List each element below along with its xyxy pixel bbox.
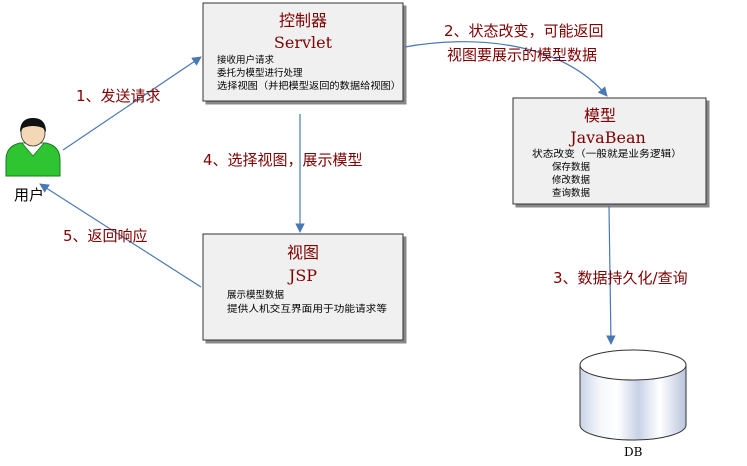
view-box: 视图 JSP 展示模型数据 提供人机交互界面用于功能请求等 [202, 233, 404, 341]
view-line: 展示模型数据 [227, 289, 285, 301]
send-request-label: 1、发送请求 [76, 87, 161, 105]
select-view-label: 4、选择视图，展示模型 [203, 151, 363, 169]
view-line: 提供人机交互界面用于功能请求等 [227, 303, 388, 315]
controller-line: 接收用户请求 [217, 54, 275, 66]
send-request-arrow [62, 56, 202, 151]
persist-query-label: 3、数据持久化/查询 [553, 269, 688, 287]
model-subtitle: JavaBean [568, 128, 646, 147]
user-icon [5, 118, 61, 177]
model-line: 保存数据 [552, 161, 591, 173]
controller-line: 委托为模型进行处理 [217, 67, 303, 79]
controller-title: 控制器 [279, 11, 327, 30]
return-response-arrow [39, 183, 202, 288]
state-change-label-line2: 视图要展示的模型数据 [447, 46, 597, 64]
persist-query-arrow [606, 205, 616, 345]
view-subtitle: JSP [287, 266, 317, 285]
controller-box: 控制器 Servlet 接收用户请求 委托为模型进行处理 选择视图（并把模型返回… [202, 2, 404, 102]
db-label: DB [624, 445, 643, 459]
view-title: 视图 [287, 243, 319, 262]
return-response-label: 5、返回响应 [63, 227, 148, 245]
model-line: 修改数据 [552, 174, 591, 186]
state-change-label-line1: 2、状态改变，可能返回 [444, 22, 604, 40]
controller-subtitle: Servlet [274, 33, 333, 52]
user-label: 用户 [14, 186, 44, 204]
state-change-arrow [404, 41, 608, 97]
model-line: 状态改变（一般就是业务逻辑） [532, 148, 682, 160]
controller-line: 选择视图（并把模型返回的数据给视图） [217, 80, 401, 92]
model-line: 查询数据 [552, 187, 591, 199]
database-icon [579, 349, 687, 441]
model-box: 模型 JavaBean 状态改变（一般就是业务逻辑） 保存数据 修改数据 查询数… [512, 97, 707, 205]
model-title: 模型 [584, 106, 616, 125]
